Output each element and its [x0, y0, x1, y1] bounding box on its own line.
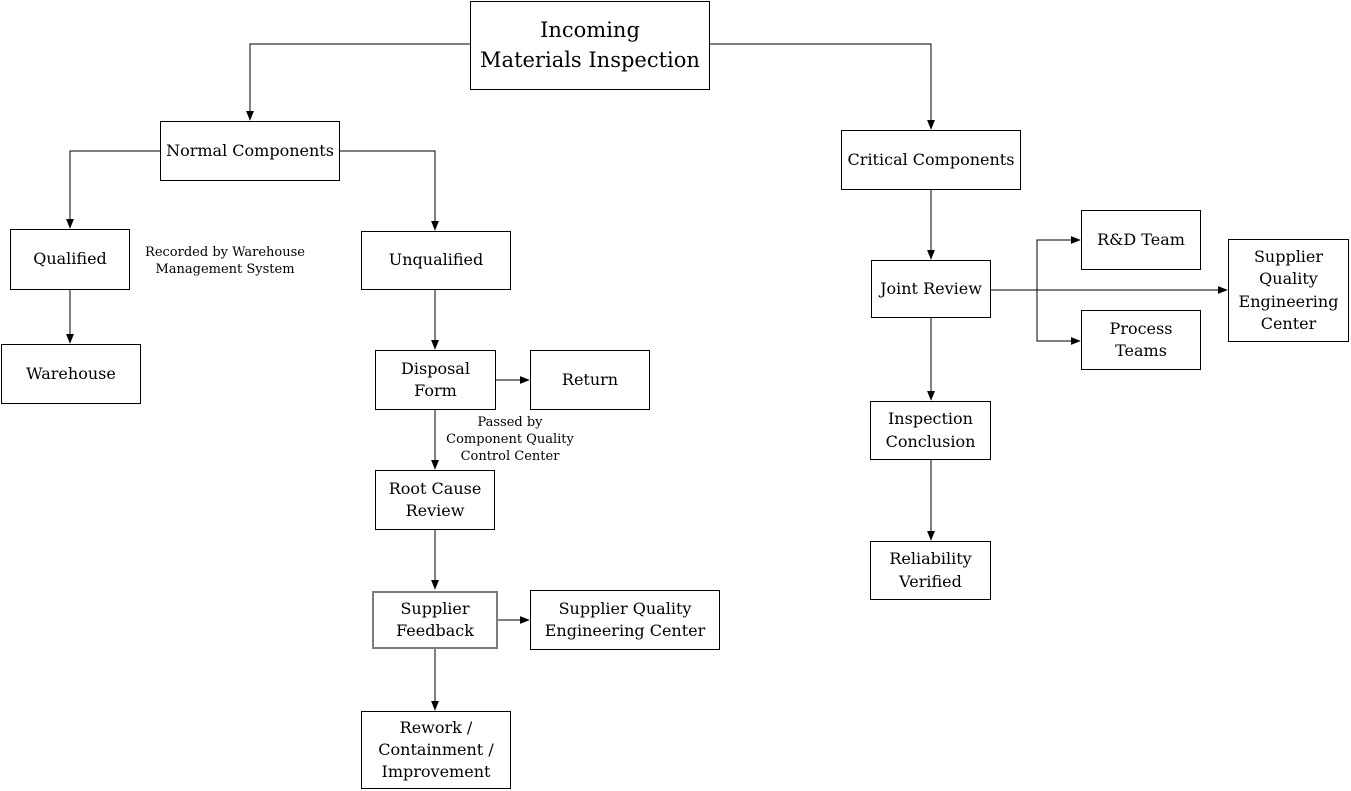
node-supplier-quality-engineering-center-mid: Supplier Quality Engineering Center: [530, 590, 720, 650]
node-normal-components: Normal Components: [160, 121, 340, 181]
node-qualified: Qualified: [10, 229, 130, 290]
node-rd-team: R&D Team: [1081, 210, 1201, 270]
node-process-teams: Process Teams: [1081, 310, 1201, 370]
node-unqualified: Unqualified: [361, 231, 511, 290]
node-joint-review: Joint Review: [871, 260, 991, 318]
connector-title-to-critical: [710, 43, 935, 130]
node-warehouse: Warehouse: [1, 344, 141, 404]
node-root-cause-review: Root Cause Review: [375, 470, 495, 530]
connector-normal-to-qualified: [66, 150, 160, 229]
annotation-passed-by-component-quality-control-center: Passed by Component Quality Control Cent…: [446, 415, 574, 464]
connector-jointreview-to-rdteam: [1036, 236, 1081, 290]
node-rework-containment-improvement: Rework / Containment / Improvement: [361, 711, 511, 789]
node-disposal-form: Disposal Form: [375, 350, 496, 410]
node-reliability-verified: Reliability Verified: [870, 541, 991, 600]
node-inspection-conclusion: Inspection Conclusion: [870, 401, 991, 460]
node-supplier-quality-engineering-center-right: Supplier Quality Engineering Center: [1228, 239, 1349, 342]
node-return: Return: [530, 350, 650, 410]
node-critical-components: Critical Components: [841, 130, 1021, 190]
connector-title-to-normal: [246, 43, 470, 121]
connector-normal-to-unqualified: [340, 150, 439, 231]
node-incoming-materials-inspection: Incoming Materials Inspection: [470, 1, 710, 90]
node-supplier-feedback: Supplier Feedback: [372, 591, 498, 649]
connector-jointreview-to-processteams: [1036, 290, 1081, 345]
annotation-recorded-by-warehouse-management-system: Recorded by Warehouse Management System: [145, 245, 305, 277]
